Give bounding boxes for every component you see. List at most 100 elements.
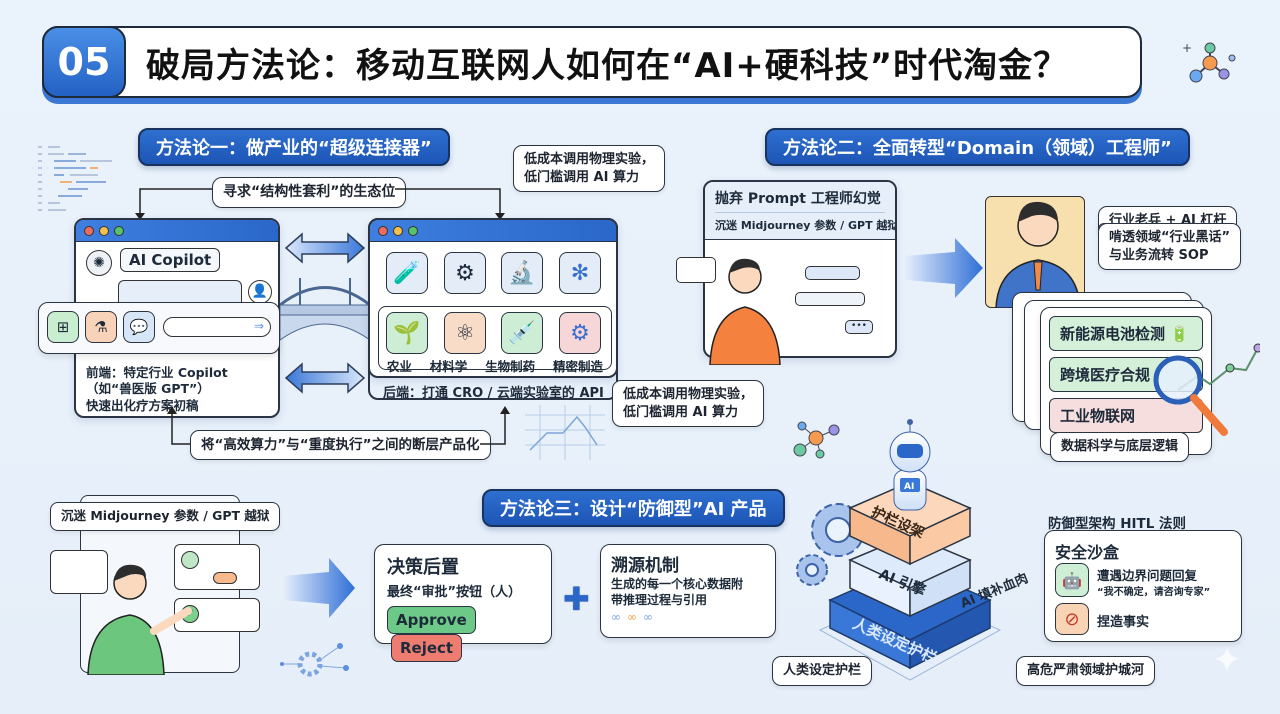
maximize-dot[interactable]	[114, 225, 124, 236]
method3-pill: 方法论三：设计“防御型”AI 产品	[482, 489, 785, 527]
decision-subtitle: 最终“审批”按钮（人）	[387, 585, 522, 600]
industry-precision-mfg: 精密制造	[553, 359, 604, 374]
link-icon: ∞	[611, 610, 627, 625]
trace-line: 生成的每一个核心数据附	[611, 577, 744, 591]
gear-network-icon	[280, 643, 349, 677]
domain-battery[interactable]: 新能源电池检测 🔋	[1049, 316, 1203, 351]
link-icon: ∞	[643, 610, 659, 625]
hitl-label: 防御型架构 HITL 法则	[1048, 516, 1187, 532]
copilot-input[interactable]: ⇒	[163, 317, 271, 337]
industry-agriculture: 农业	[386, 359, 412, 374]
industry-materials: 材料学	[429, 359, 468, 374]
user-avatar-icon: 👤	[248, 280, 272, 304]
bubble-line: 低成本调用物理实验，	[623, 387, 754, 402]
sandbox-item1-line1: 遭遇边界问题回复	[1097, 568, 1198, 583]
bidirectional-arrow-icon	[284, 362, 366, 394]
method1-pill: 方法论一：做产业的“超级连接器”	[138, 128, 450, 166]
code-decoration	[38, 146, 112, 211]
sandbox-item1-line2: “我不确定，请咨询专家”	[1097, 587, 1211, 598]
productize-label: 将“高效算力”与“重度执行”之间的断层产品化	[190, 430, 491, 461]
trace-line: 带推理过程与引用	[611, 593, 708, 608]
bidirectional-arrow-icon	[284, 232, 366, 264]
minimize-dot[interactable]	[99, 225, 109, 236]
hitl-stack-illustration: AI	[793, 419, 1002, 681]
productize-arrows	[167, 406, 510, 445]
ecosystem-label: 寻求“结构性套利”的生态位	[212, 177, 407, 208]
chat-icon[interactable]: 💬	[123, 311, 155, 343]
bubble-line: 与业务流转 SOP	[1109, 247, 1209, 263]
typing-bubble: •••	[845, 320, 873, 334]
approve-button[interactable]: Approve	[387, 606, 476, 634]
page-title: 破局方法论：移动互联网人如何在“AI+硬科技”时代淘金？	[146, 46, 1069, 86]
section-number: 05	[42, 26, 126, 98]
robot-icon: 🤖	[1055, 563, 1089, 597]
plus-icon: ✚	[563, 580, 590, 618]
minimize-dot[interactable]	[393, 225, 403, 236]
guardrail-callout: 人类设定护栏	[772, 656, 873, 686]
bubble-line: 低门槛调用 AI 算力	[524, 169, 639, 185]
orange-person-illustration	[709, 258, 781, 365]
bubble-line: 低门槛调用 AI 算力	[623, 404, 738, 420]
close-dot[interactable]	[378, 225, 388, 236]
lab-instrument-icon[interactable]: 🔬	[501, 252, 543, 294]
obsess-label: 沉迷 Midjourney 参数 / GPT 越狱	[50, 502, 281, 531]
window-titlebar	[370, 220, 616, 242]
title-bar	[42, 26, 1142, 98]
speech-bubble-icon	[50, 550, 108, 594]
prohibited-icon: ⊘	[1055, 603, 1089, 635]
bottom-compute-bubble: 低成本调用物理实验， 低门槛调用 AI 算力	[612, 380, 765, 428]
bubble-line: 低成本调用物理实验，	[524, 152, 655, 167]
jargon-bubble: 啃透领域“行业黑话” 与业务流转 SOP	[1098, 223, 1242, 271]
sandbox-card: 安全沙盒 🤖 遭遇边界问题回复 “我不确定，请咨询专家” ⊘ 捏造事实	[1044, 530, 1242, 642]
top-compute-bubble: 低成本调用物理实验， 低门槛调用 AI 算力	[513, 145, 666, 193]
backend-window: 🧪 ⚙ 🔬 ✻ 🌱 ⚛ 💉 ⚙ 农业 材料学 生物制药 精密制造	[368, 218, 618, 378]
svg-text:AI: AI	[904, 482, 914, 492]
vial-icon[interactable]: 💉	[501, 312, 543, 354]
chat-card	[174, 544, 260, 590]
centrifuge-icon[interactable]: ⚙	[444, 252, 486, 294]
close-dot[interactable]	[84, 225, 94, 236]
copilot-toolbar: ⊞ ⚗ 💬 ⇒	[38, 302, 280, 354]
molecule-decoration	[793, 421, 840, 459]
link-icon: ∞	[627, 610, 643, 625]
domain-caption: 数据科学与底层逻辑	[1050, 432, 1190, 462]
flowchart-icon[interactable]: ⊞	[47, 311, 79, 343]
abandon-subtitle: 沉迷 Midjourney 参数 / GPT 越狱	[715, 219, 897, 232]
plant-icon[interactable]: 🌱	[386, 312, 428, 354]
decision-title: 决策后置	[387, 557, 459, 578]
prompt-header: 抛弃 Prompt 工程师幻觉 沉迷 Midjourney 参数 / GPT 越…	[705, 182, 895, 240]
svg-text:+: +	[1182, 41, 1192, 55]
green-person-illustration	[87, 564, 192, 675]
sandbox-title: 安全沙盒	[1055, 543, 1120, 562]
gears-icon[interactable]: ⚙	[559, 312, 601, 354]
moat-callout: 高危严肃领域护城河	[1016, 656, 1156, 686]
method2-pill: 方法论二：全面转型“Domain（领域）工程师”	[765, 128, 1190, 166]
caption-line: 前端：特定行业 Copilot	[86, 365, 228, 380]
test-tubes-icon[interactable]: 🧪	[386, 252, 428, 294]
network-node-icon[interactable]: ✻	[559, 252, 601, 294]
copilot-label: AI Copilot	[120, 248, 221, 272]
chat-bubble	[795, 292, 865, 306]
window-titlebar	[76, 220, 278, 242]
atom-icon[interactable]: ⚛	[444, 312, 486, 354]
link-icons: ∞∞∞	[611, 610, 765, 624]
domain-iot[interactable]: 工业物联网	[1049, 398, 1203, 433]
engineer-person-illustration	[995, 201, 1081, 308]
bridge-illustration	[280, 232, 370, 394]
robot-icon: AI	[889, 419, 931, 511]
decision-card: 决策后置 最终“审批”按钮（人） Approve Reject	[374, 544, 552, 662]
line-chart-decoration	[525, 405, 605, 460]
ecosystem-arrows	[135, 188, 505, 220]
trace-card: 溯源机制 生成的每一个核心数据附 带推理过程与引用 ∞∞∞	[600, 544, 776, 638]
reject-button[interactable]: Reject	[391, 634, 463, 662]
flask-icon[interactable]: ⚗	[85, 311, 117, 343]
magnifier-chart-icon	[1153, 343, 1260, 436]
avatar	[181, 551, 199, 569]
maximize-dot[interactable]	[408, 225, 418, 236]
backend-caption: 后端：打通 CRO / 云端实验室的 API	[383, 386, 604, 401]
flow-arrow	[283, 558, 355, 618]
trace-body: 生成的每一个核心数据附 带推理过程与引用	[611, 576, 765, 608]
caption-line: （如“兽医版 GPT”）	[86, 381, 210, 397]
battery-icon: 🔋	[1170, 325, 1189, 343]
sparkle-icon: ✦	[1212, 640, 1243, 681]
